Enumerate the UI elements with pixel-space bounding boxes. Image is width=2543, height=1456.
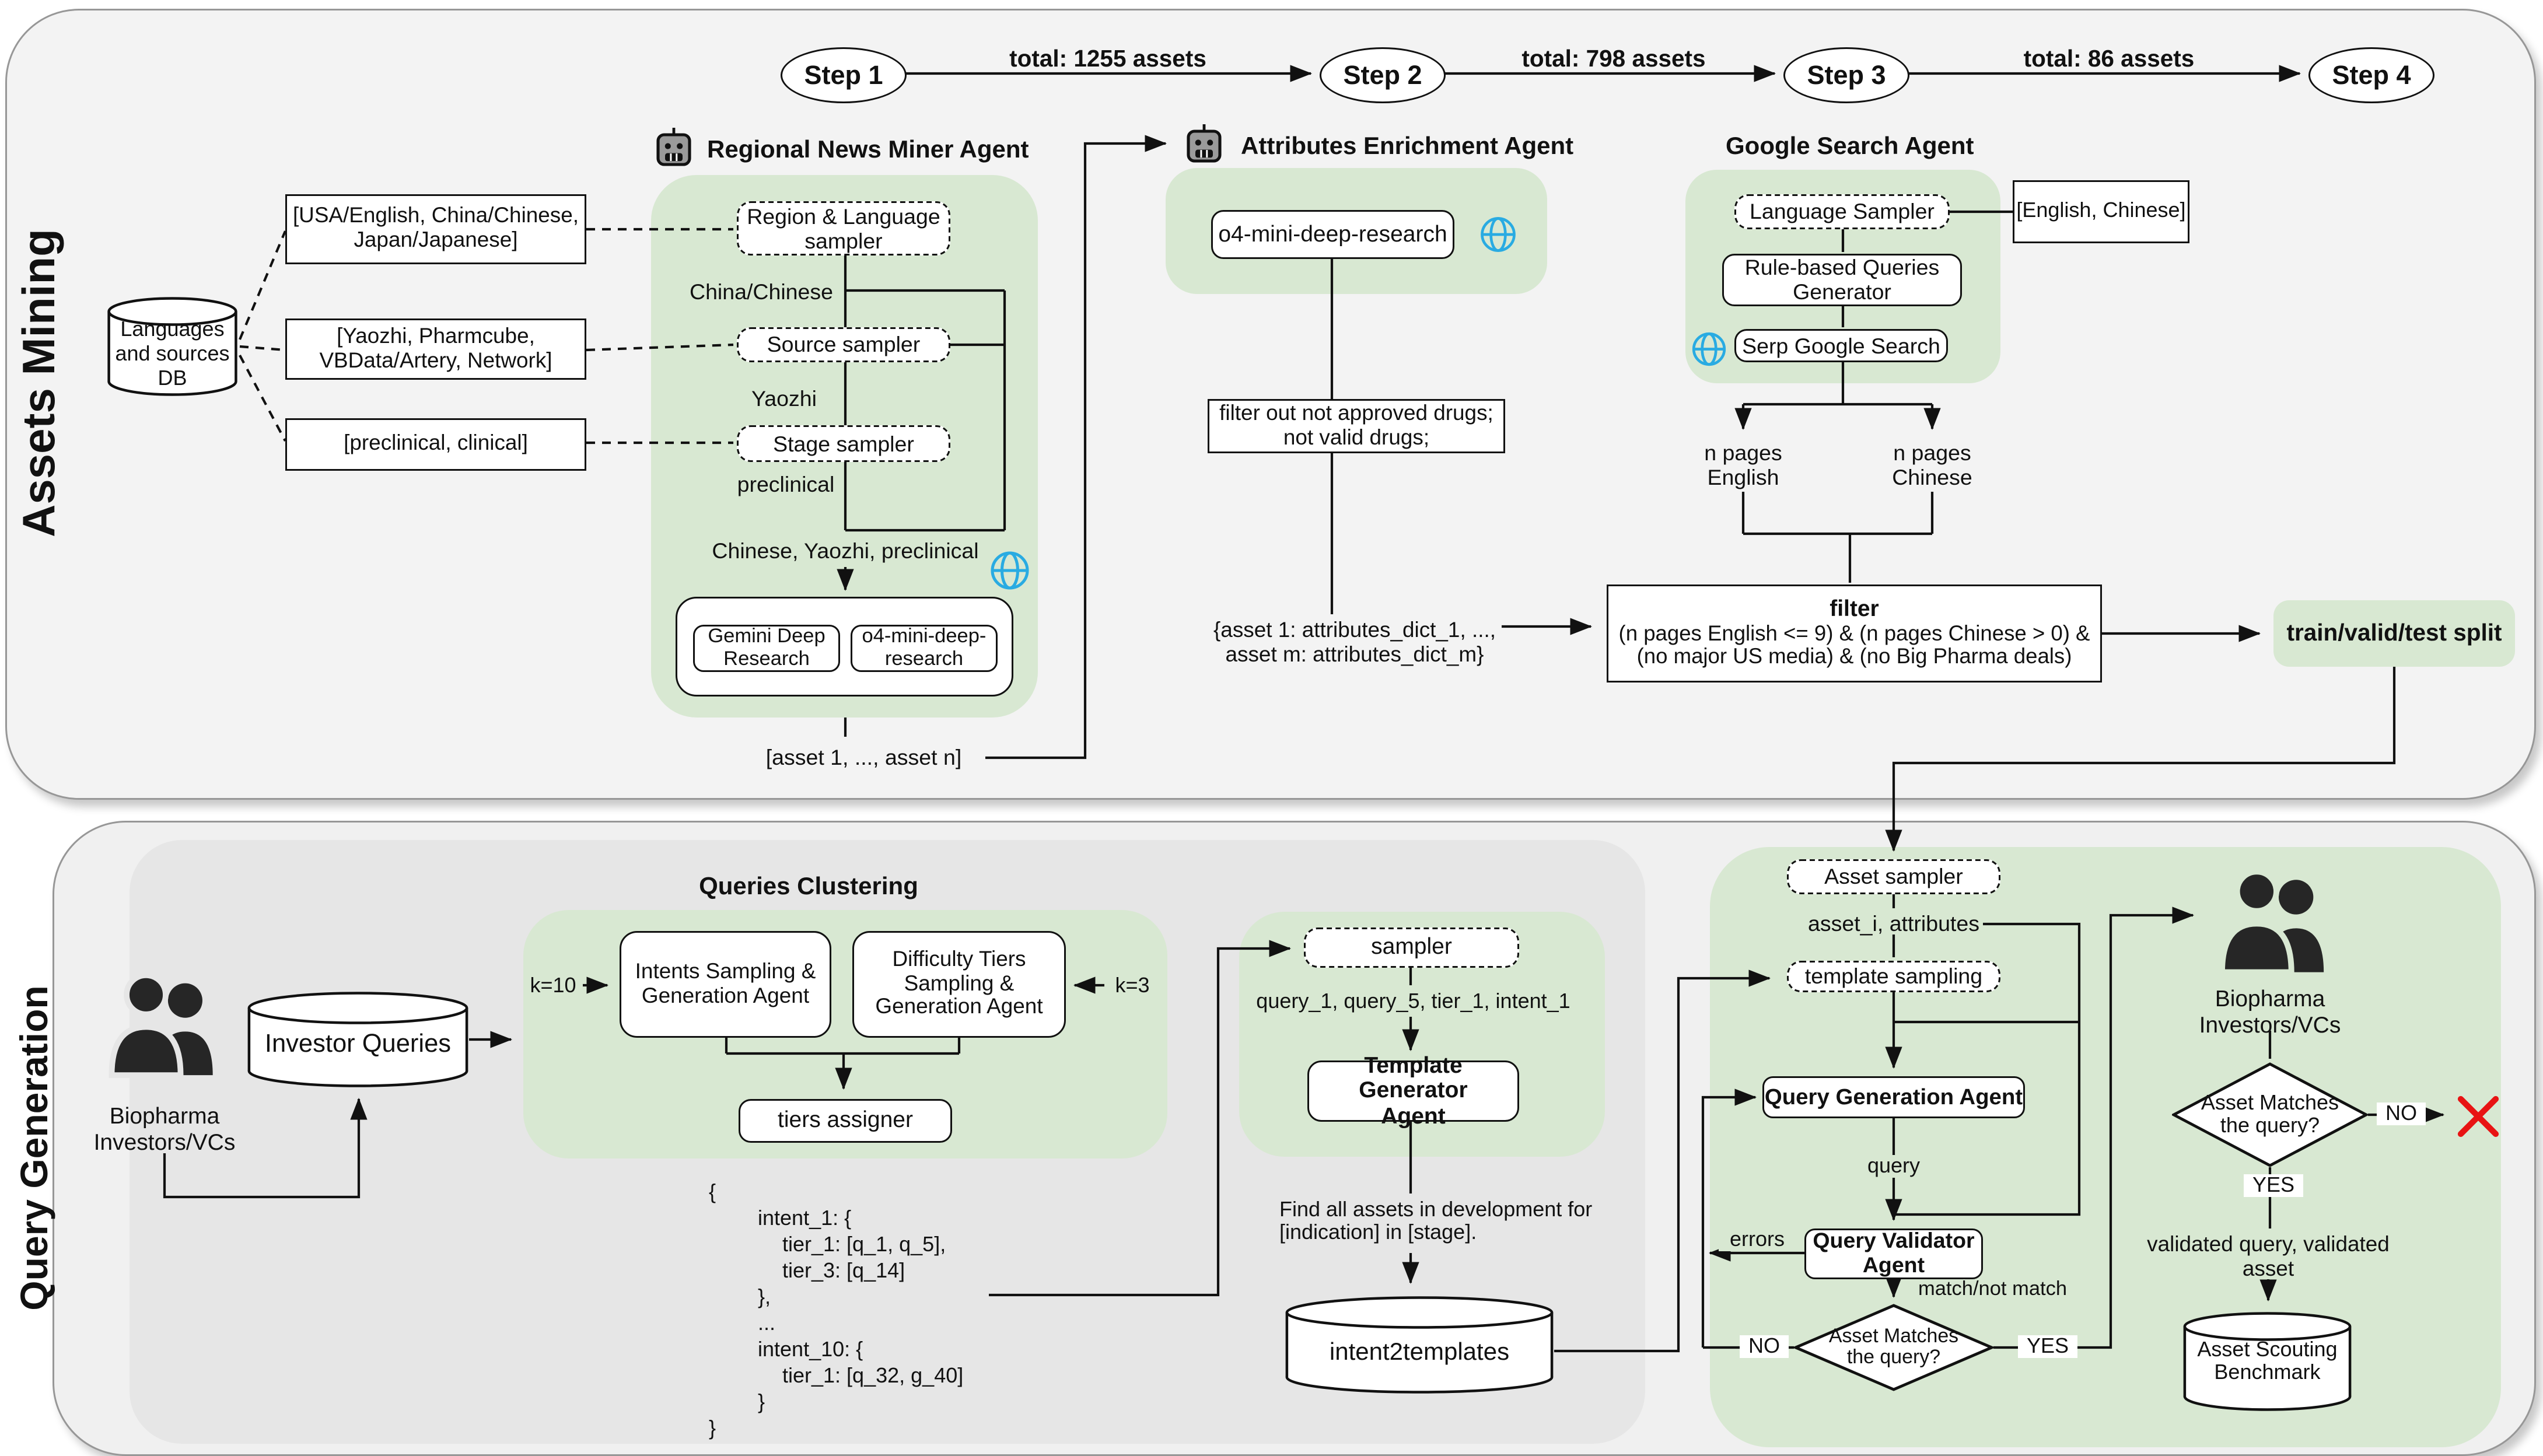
asset-sampler: Asset sampler — [1787, 859, 2000, 894]
json-line: tier_1: [q_32, g_40] — [782, 1363, 964, 1388]
no-label: NO — [1740, 1334, 1789, 1359]
investor-queries-label: Investor Queries — [264, 1031, 452, 1059]
k3-label: k=3 — [1115, 973, 1150, 998]
template-sampling: template sampling — [1787, 961, 2000, 992]
total-assets-2-label: total: 798 assets — [1521, 46, 1706, 72]
assets-output-label: [asset 1, ..., asset n] — [765, 746, 962, 770]
assets-mining-label: Assets Mining — [12, 229, 65, 537]
json-line: ... — [758, 1311, 776, 1335]
asset-attributes-label: asset_i, attributes — [1808, 912, 1979, 936]
json-line: tier_1: [q_1, q_5], — [782, 1232, 946, 1256]
globe-icon — [989, 550, 1031, 600]
template-example-label: Find all assets in development for[indic… — [1279, 1197, 1593, 1245]
errors-label: errors — [1719, 1227, 1796, 1252]
sources-list-box: [Yaozhi, Pharmcube,VBData/Artery, Networ… — [285, 318, 586, 380]
language-sampler: Language Sampler — [1734, 194, 1950, 229]
query-label: query — [1855, 1153, 1932, 1179]
attributes-output-label: {asset 1: attributes_dict_1, ...,asset m… — [1213, 618, 1496, 667]
stage-sampler: Stage sampler — [737, 425, 950, 462]
json-line: }, — [758, 1284, 771, 1309]
query-generation-label: Query Generation — [12, 985, 56, 1311]
k10-label: k=10 — [530, 973, 576, 998]
google-agent-heading: Google Search Agent — [1726, 131, 1974, 159]
json-line: tier_3: [q_14] — [782, 1258, 905, 1283]
reject-x-icon — [2457, 1096, 2499, 1138]
yes-label: YES — [2244, 1172, 2303, 1198]
step-4-node: Step 4 — [2308, 47, 2434, 103]
total-assets-1-label: total: 1255 assets — [1009, 46, 1206, 72]
source-pick-label: Yaozhi — [751, 387, 817, 411]
tiers-assigner: tiers assigner — [739, 1099, 952, 1143]
json-line: intent_10: { — [758, 1337, 863, 1362]
intent2templates-label: intent2templates — [1329, 1337, 1510, 1365]
robot-icon — [651, 126, 697, 180]
json-line: intent_1: { — [758, 1206, 852, 1230]
investors-icon — [2217, 864, 2333, 987]
step-2-node: Step 2 — [1320, 47, 1446, 103]
sampled-query-label: query_1, query_5, tier_1, intent_1 — [1256, 989, 1570, 1013]
serp-google-search: Serp Google Search — [1734, 329, 1948, 362]
o4-mini-deep-research-small-box: o4-mini-deep-research — [851, 625, 998, 672]
train-valid-test-split: train/valid/test split — [2273, 600, 2515, 667]
stage-pick-label: preclinical — [737, 473, 835, 497]
asset-match-decision — [1792, 1304, 1996, 1400]
step-1-node: Step 1 — [781, 47, 907, 103]
json-line: } — [758, 1390, 765, 1414]
investors-icon — [107, 970, 222, 1088]
intents-json-block: { intent_1: { tier_1: [q_1, q_5], tier_3… — [709, 1180, 1181, 1442]
investor-queries-cylinder — [247, 991, 469, 1097]
globe-icon — [1691, 331, 1727, 376]
no-label: NO — [2377, 1101, 2426, 1126]
match-label: match/not match — [1915, 1279, 2090, 1302]
intent2templates-cylinder — [1285, 1295, 1554, 1404]
attributes-agent-heading: Attributes Enrichment Agent — [1241, 131, 1574, 159]
filter-box: filter (n pages English <= 9) & (n pages… — [1607, 584, 2102, 682]
region-pick-label: China/Chinese — [690, 280, 833, 304]
o4-mini-deep-research-box: o4-mini-deep-research — [1211, 210, 1454, 259]
step-3-node: Step 3 — [1783, 47, 1909, 103]
globe-icon — [1479, 215, 1517, 262]
asset-scouting-benchmark-cylinder — [2182, 1311, 2352, 1421]
intents-sampling-agent: Intents Sampling &Generation Agent — [620, 931, 831, 1038]
query-generation-agent: Query Generation Agent — [1762, 1076, 2025, 1118]
robot-icon — [1181, 123, 1227, 177]
stages-list-box: [preclinical, clinical] — [285, 418, 586, 471]
source-sampler: Source sampler — [737, 327, 950, 362]
combined-sample-label: Chinese, Yaozhi, preclinical — [712, 539, 979, 564]
regional-agent-heading: Regional News Miner Agent — [707, 135, 1029, 163]
json-line: } — [709, 1416, 716, 1440]
queries-clustering-heading: Queries Clustering — [699, 872, 918, 900]
languages-list-box: [English, Chinese] — [2013, 180, 2189, 243]
filter-drugs-note-box: filter out not approved drugs;not valid … — [1208, 399, 1505, 453]
yes-label: YES — [2018, 1334, 2077, 1359]
regions-languages-list-box: [USA/English, China/Chinese,Japan/Japane… — [285, 194, 586, 264]
languages-sources-db-cylinder — [107, 296, 238, 406]
total-assets-3-label: total: 86 assets — [2023, 46, 2195, 72]
query-sampler: sampler — [1304, 928, 1519, 968]
human-validation-decision — [2170, 1062, 2370, 1176]
json-line: { — [709, 1180, 716, 1204]
